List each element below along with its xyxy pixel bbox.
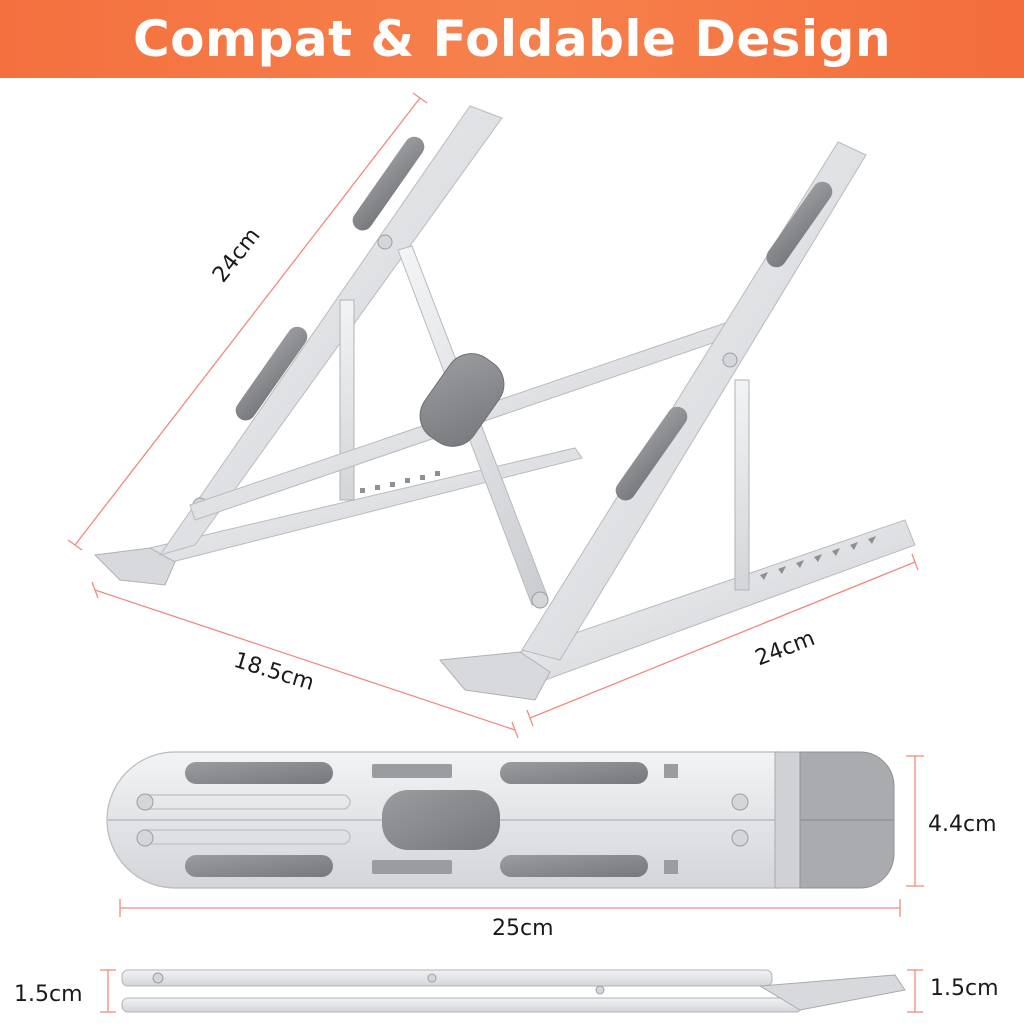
dimension-label-folded-height: 4.4cm: [928, 812, 997, 837]
dimension-label-thickness-left: 1.5cm: [14, 982, 83, 1007]
stand-right-base: [439, 519, 916, 701]
stand-right-arm: [521, 141, 867, 661]
stand-left-base: [93, 447, 583, 586]
dimension-label-folded-length: 25cm: [492, 916, 554, 941]
folded-stand-side-view: [121, 969, 906, 1013]
stand-left-arm: [158, 105, 503, 556]
dimension-label-thickness-right: 1.5cm: [930, 976, 999, 1001]
dimension-lines-stand: [67, 92, 919, 739]
banner-title: Compat & Foldable Design: [132, 10, 892, 68]
dimension-lines-folded: [100, 755, 924, 1013]
stand-center-knob: [419, 353, 505, 447]
folded-stand-top-view: [106, 751, 895, 889]
title-banner: Compat & Foldable Design: [0, 0, 1024, 78]
